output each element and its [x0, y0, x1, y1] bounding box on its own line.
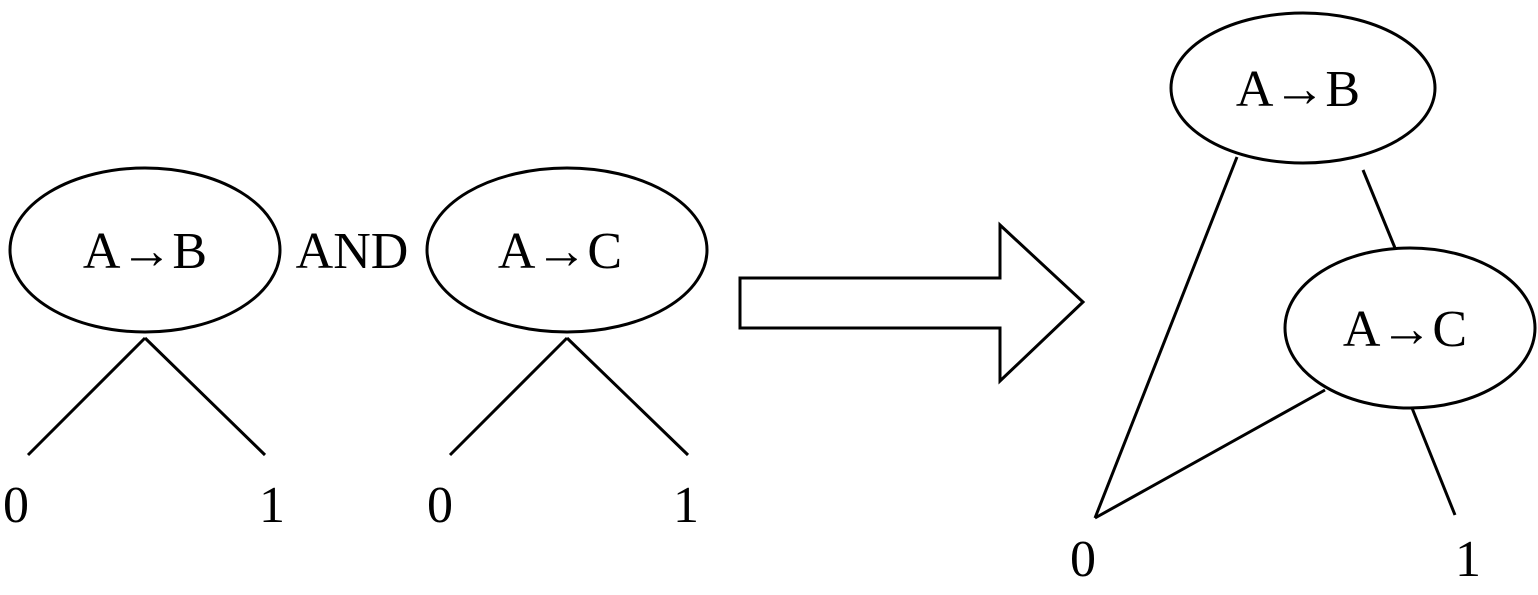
edge-ac-high	[1410, 407, 1457, 516]
tree-a-to-b: A→B 0 1	[3, 166, 285, 534]
terminal-0: 0	[1070, 531, 1096, 588]
and-operator: AND	[296, 223, 409, 280]
edge-ab-low	[1093, 156, 1239, 519]
node-a-to-b	[1169, 11, 1437, 165]
edge-ab-high	[1361, 169, 1397, 249]
terminal-0: 0	[3, 477, 29, 534]
node-a-to-c-label: A→C	[498, 223, 622, 280]
node-a-to-c	[1283, 246, 1537, 410]
edge-low	[448, 336, 569, 457]
combined-bdd: A→B A→C 0 1	[1070, 11, 1537, 588]
edge-low	[26, 336, 147, 457]
edge-high	[143, 336, 267, 457]
terminal-1: 1	[1455, 531, 1481, 588]
node-a-to-b-label: A→B	[1236, 61, 1360, 118]
terminal-0: 0	[427, 477, 453, 534]
transform-arrow-icon	[738, 221, 1086, 385]
terminal-1: 1	[259, 477, 285, 534]
node-a-to-b	[8, 166, 282, 334]
edge-ac-low	[1094, 388, 1326, 520]
edge-high	[565, 336, 690, 457]
node-a-to-c-label: A→C	[1343, 301, 1467, 358]
node-a-to-b-label: A→B	[83, 223, 207, 280]
tree-a-to-c: A→C 0 1	[425, 166, 709, 534]
node-a-to-c	[425, 166, 709, 334]
terminal-1: 1	[673, 477, 699, 534]
